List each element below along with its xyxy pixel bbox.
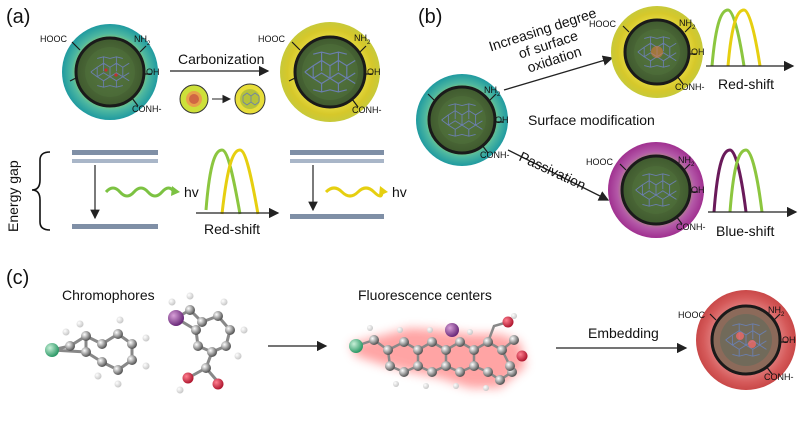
group-conh: CONH- — [676, 222, 706, 232]
emission-wave-green — [104, 186, 176, 198]
red-shift-label-b: Red-shift — [718, 76, 774, 92]
red-shift-label-a: Red-shift — [204, 221, 260, 237]
level-top-light-right — [290, 159, 384, 163]
level-top-light-left — [72, 159, 158, 163]
group-oh: OH — [782, 335, 796, 345]
surface-modification-label: Surface modification — [528, 112, 655, 128]
group-oh: OH — [691, 185, 705, 195]
group-conh: CONH- — [352, 105, 382, 115]
carbon-dot-passivated: HOOC NH2 OH CONH- — [586, 142, 706, 238]
carbon-dot-yellow: HOOC NH2 OH CONH- — [258, 22, 382, 122]
small-dot-before — [179, 84, 209, 114]
oxidation-arrow — [503, 55, 614, 91]
carbonization-label: Carbonization — [178, 51, 264, 67]
group-nh2: NH2 — [679, 18, 696, 31]
group-cooh: HOOC — [40, 34, 68, 44]
panel-b-label: (b) — [418, 6, 442, 28]
chromophore-molecule-2 — [168, 292, 248, 394]
chromophores-label: Chromophores — [62, 287, 155, 303]
spectrum-yellow-a — [220, 148, 260, 215]
emission-wave-yellow — [324, 186, 384, 198]
panel-c-label: (c) — [6, 267, 29, 289]
hv-label-left: hv — [184, 184, 199, 200]
spectrum-yellow-b1 — [726, 8, 762, 67]
small-dot-after — [234, 83, 266, 115]
group-cooh: HOOC — [678, 310, 706, 320]
carbon-dot-oxidized: HOOC NH2 OH CONH- — [589, 6, 705, 98]
hv-label-right: hv — [392, 184, 407, 200]
spectrum-green-b2 — [728, 148, 764, 213]
fluorescence-centers-label: Fluorescence centers — [358, 287, 492, 303]
group-conh: CONH- — [675, 82, 705, 92]
group-conh: CONH- — [480, 150, 510, 160]
carbon-dot-teal: HOOC NH2 OH CONH- — [40, 24, 162, 120]
spectrum-purple-b — [712, 148, 748, 213]
energy-gap-label: Energy gap — [5, 160, 21, 232]
group-nh2: NH2 — [678, 155, 695, 168]
group-conh: CONH- — [764, 372, 794, 382]
spectrum-green-a — [204, 148, 242, 215]
group-cooh: HOOC — [258, 34, 286, 44]
blue-shift-label: Blue-shift — [716, 223, 774, 239]
level-top-dark-left — [72, 150, 158, 155]
passivation-arrow — [507, 149, 610, 201]
chromophore-molecule-1 — [45, 316, 150, 388]
oxidation-label: Increasing degree of surface oxidation — [487, 4, 599, 75]
group-oh: OH — [367, 67, 381, 77]
spectrum-green-b1 — [710, 8, 746, 67]
carbon-dot-center: NH2 OH CONH- — [416, 74, 510, 166]
energy-gap-brace — [31, 151, 51, 231]
emission-wave-yellow-head — [379, 186, 388, 196]
group-nh2: NH2 — [134, 34, 151, 47]
group-nh2: NH2 — [484, 85, 501, 98]
group-cooh: HOOC — [586, 157, 614, 167]
group-nh2: NH2 — [354, 33, 371, 46]
passivation-label: Passivation — [517, 148, 589, 193]
group-cooh: HOOC — [589, 19, 617, 29]
level-bottom-right — [290, 214, 384, 219]
group-oh: OH — [495, 115, 509, 125]
group-oh: OH — [146, 67, 160, 77]
emission-wave-green-head — [171, 186, 180, 196]
level-top-dark-right — [290, 150, 384, 155]
carbon-dot-embedded: HOOC NH2 OH CONH- — [678, 290, 796, 390]
group-oh: OH — [691, 47, 705, 57]
group-nh2: NH2 — [768, 305, 785, 318]
level-bottom-left — [72, 224, 158, 229]
fluorescence-center-cluster — [349, 313, 528, 391]
embedding-label: Embedding — [588, 325, 659, 341]
group-conh: CONH- — [132, 104, 162, 114]
panel-a-label: (a) — [6, 6, 30, 28]
